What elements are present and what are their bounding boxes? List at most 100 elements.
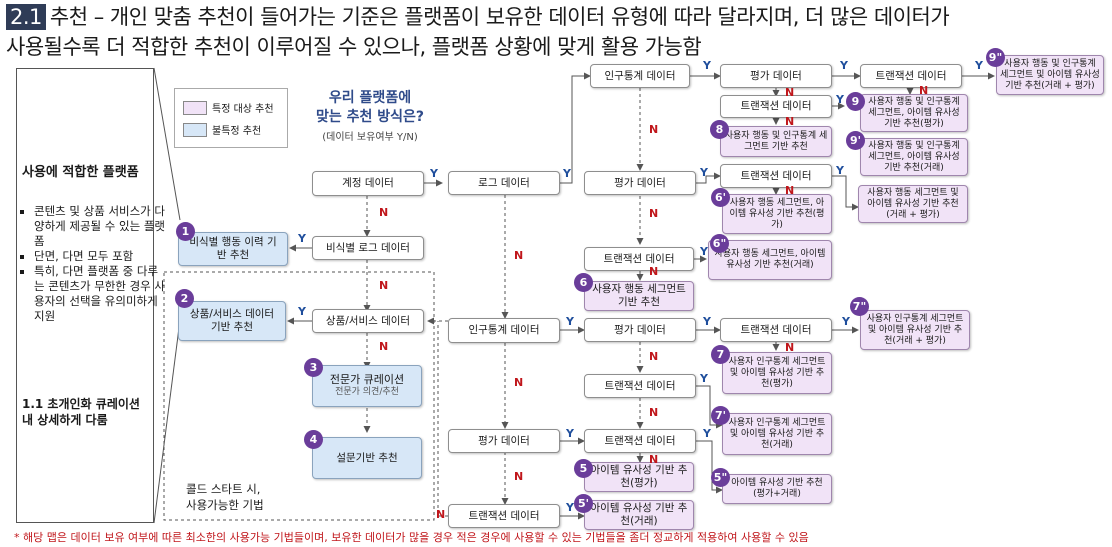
- label-no: N: [379, 206, 389, 219]
- result-2: 상품/서비스 데이터 기반 추천: [178, 301, 286, 341]
- result-6: 사용자 행동 세그먼트 기반 추천: [584, 281, 694, 311]
- node-tx-bot2: 트랜잭션 데이터: [448, 504, 560, 528]
- result-8: 사용자 행동 및 인구통계 세그먼트 기반 추천: [720, 126, 832, 157]
- label-no: N: [379, 340, 389, 353]
- side-panel-note: 1.1 초개인화 큐레이션 내 상세하게 다룸: [22, 397, 140, 427]
- label-yes: Y: [836, 164, 844, 177]
- label-yes: Y: [298, 232, 306, 245]
- label-no: N: [649, 350, 659, 363]
- label-yes: Y: [842, 315, 850, 328]
- result-4: 설문기반 추천: [312, 437, 422, 479]
- label-yes: Y: [975, 59, 983, 72]
- legend-label-targeted: 특정 대상 추천: [212, 104, 274, 115]
- result-9pp: 사용자 행동 및 인구통계 세그먼트 및 아이템 유사성 기반 추천(거래 + …: [996, 55, 1104, 95]
- result-9p: 사용자 행동 및 인구통계 세그먼트, 아이템 유사성 기반 추천(거래): [860, 138, 968, 176]
- label-no: N: [785, 341, 795, 354]
- node-tx-top: 트랜잭션 데이터: [860, 64, 962, 88]
- node-tx-low2: 트랜잭션 데이터: [584, 374, 696, 398]
- result-6pp-number: 6": [710, 234, 729, 253]
- node-log: 로그 데이터: [448, 171, 560, 195]
- result-7p-number: 7': [711, 406, 730, 425]
- label-no: N: [649, 123, 659, 136]
- label-yes: Y: [566, 501, 574, 514]
- node-product: 상품/서비스 데이터: [312, 309, 424, 333]
- node-tx-low1: 트랜잭션 데이터: [720, 318, 832, 342]
- cold-start-line-1: 콜드 스타트 시,: [186, 482, 261, 496]
- result-5-number: 5: [574, 459, 593, 478]
- result-6p: 사용자 행동 세그먼트, 아이템 유사성 기반 추천(평가): [722, 194, 832, 234]
- result-3-sub: 전문가 의견/추천: [335, 387, 399, 397]
- result-7pp: 사용자 인구통계 세그먼트 및 아이템 유사성 기반 추천(거래 + 평가): [860, 310, 970, 350]
- result-1-number: 1: [176, 222, 195, 241]
- node-eval-bot: 평가 데이터: [448, 429, 560, 453]
- result-1: 비식별 행동 이력 기반 추천: [178, 232, 288, 266]
- result-6-number: 6: [574, 273, 593, 292]
- label-no: N: [785, 115, 795, 128]
- label-yes: Y: [566, 427, 574, 440]
- legend-swatch-untargeted: [183, 123, 207, 137]
- result-8-number: 8: [710, 120, 729, 139]
- label-yes: Y: [430, 167, 438, 180]
- label-no: N: [649, 207, 659, 220]
- result-2-number: 2: [175, 289, 194, 308]
- label-yes: Y: [563, 167, 571, 180]
- legend-label-untargeted: 불특정 추천: [212, 126, 262, 137]
- result-5pp: 아이템 유사성 기반 추천(평가+거래): [722, 474, 832, 504]
- label-no: N: [649, 453, 659, 466]
- question-heading: 우리 플랫폼에 맞는 추천 방식은?: [300, 89, 440, 127]
- label-yes: Y: [700, 372, 708, 385]
- question-line-1: 우리 플랫폼에: [328, 90, 412, 106]
- label-yes: Y: [840, 59, 848, 72]
- node-tx-bot1: 트랜잭션 데이터: [584, 429, 696, 453]
- result-5: 아이템 유사성 기반 추천(평가): [584, 462, 694, 492]
- node-tx-mid2: 트랜잭션 데이터: [720, 164, 832, 188]
- question-sub: (데이터 보유여부 Y/N): [322, 132, 418, 143]
- list-item: 특히, 다면 플랫폼 중 다루는 콘텐츠가 무한한 경우 사용자의 선택을 유의…: [34, 264, 166, 324]
- section-number: 2.1: [6, 4, 46, 30]
- result-7p: 사용자 인구통계 세그먼트 및 아이템 유사성 기반 추천(거래): [722, 413, 832, 455]
- label-yes: Y: [836, 93, 844, 106]
- result-4-number: 4: [304, 430, 323, 449]
- node-eval-low: 평가 데이터: [584, 318, 696, 342]
- result-3: 전문가 큐레이션 전문가 의견/추천: [312, 365, 422, 407]
- node-tx-mid1: 트랜잭션 데이터: [720, 95, 832, 118]
- result-5p: 아이템 유사성 기반 추천(거래): [584, 500, 694, 530]
- title-line-1: 추천 – 개인 맞춤 추천이 들어가는 기준은 플랫폼이 보유한 데이터 유형에…: [49, 5, 950, 29]
- label-yes: Y: [700, 245, 708, 258]
- label-yes: Y: [703, 59, 711, 72]
- label-yes: Y: [566, 315, 574, 328]
- result-6p-number: 6': [711, 188, 730, 207]
- label-no: N: [514, 470, 524, 483]
- label-no: N: [649, 406, 659, 419]
- title-line-2: 사용될수록 더 적합한 추천이 이루어질 수 있으나, 플랫폼 상황에 맞게 활…: [6, 35, 702, 59]
- label-no: N: [514, 249, 524, 262]
- result-3-number: 3: [304, 358, 323, 377]
- legend: [174, 88, 288, 148]
- node-demo-top: 인구통계 데이터: [590, 64, 690, 88]
- footnote: * 해당 맵은 데이터 보유 여부에 따른 최소한의 사용가능 기법들이며, 보…: [14, 531, 809, 544]
- label-no: N: [379, 279, 389, 292]
- result-5p-number: 5': [574, 494, 593, 513]
- result-7-number: 7: [711, 345, 730, 364]
- label-yes: Y: [703, 427, 711, 440]
- side-panel-bullets: 콘텐츠 및 상품 서비스가 다양하게 제공될 수 있는 플랫폼 단면, 다면 모…: [18, 204, 166, 324]
- list-item: 콘텐츠 및 상품 서비스가 다양하게 제공될 수 있는 플랫폼: [34, 204, 166, 249]
- node-tx-mid3: 트랜잭션 데이터: [584, 247, 694, 271]
- result-5pp-number: 5": [711, 468, 730, 487]
- result-9-number: 9: [846, 92, 865, 111]
- result-6pp: 사용자 행동 세그먼트, 아이템 유사성 기반 추천(거래): [708, 240, 832, 280]
- question-line-2: 맞는 추천 방식은?: [315, 109, 425, 125]
- node-eval-top: 평가 데이터: [720, 64, 832, 88]
- label-no: N: [514, 376, 524, 389]
- label-yes: Y: [700, 166, 708, 179]
- label-no: N: [436, 508, 446, 521]
- label-yes: Y: [298, 305, 306, 318]
- result-9p-number: 9': [846, 131, 865, 150]
- side-panel-heading: 사용에 적합한 플랫폼: [22, 165, 139, 180]
- label-no: N: [919, 84, 929, 97]
- result-7: 사용자 인구통계 세그먼트 및 아이템 유사성 기반 추천(평가): [722, 352, 832, 394]
- node-account: 계정 데이터: [312, 171, 424, 196]
- list-item: 단면, 다면 모두 포함: [34, 249, 166, 264]
